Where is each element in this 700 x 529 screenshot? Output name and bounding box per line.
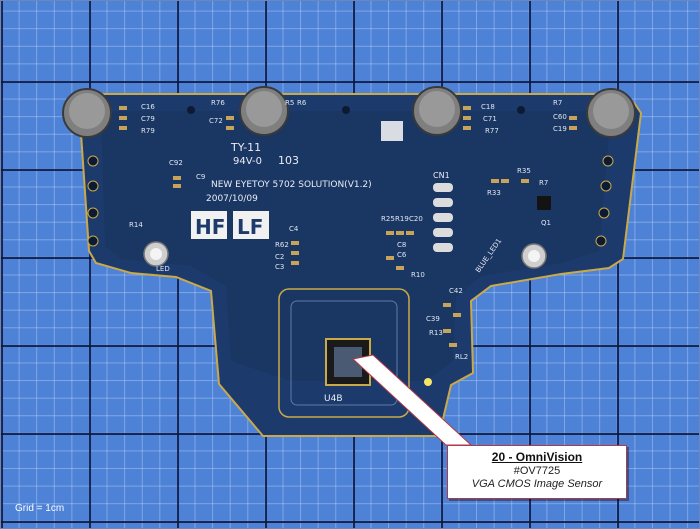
annotation-part-number: #OV7725 <box>513 465 561 477</box>
ref-label: C2 <box>275 253 284 261</box>
ref-label: C42 <box>449 287 463 295</box>
annotation-description: VGA CMOS Image Sensor <box>471 478 603 490</box>
mounting-holes-left <box>87 155 99 247</box>
ref-label: R33 <box>487 189 501 197</box>
led-right <box>521 243 547 269</box>
ref-label: C20 <box>409 215 423 223</box>
annotation-title: 20 - OmniVision <box>491 450 583 464</box>
ref-label: R7 <box>553 99 562 107</box>
microphone-4 <box>586 88 636 138</box>
ref-label: R62 <box>275 241 289 249</box>
silk-ul-mark: 94V-0 <box>233 156 262 167</box>
ref-label: R19 <box>395 215 409 223</box>
smd-components <box>119 106 577 347</box>
logo-lf-box <box>233 211 269 239</box>
annotation-callout: 20 - OmniVision #OV7725 VGA CMOS Image S… <box>447 445 627 499</box>
ref-label: R10 <box>411 271 425 279</box>
transistor-q1 <box>537 196 551 210</box>
grid-scale-label: Grid = 1cm <box>15 503 65 514</box>
ref-label: C8 <box>397 241 406 249</box>
microphone-3 <box>412 86 462 136</box>
ref-label: R35 <box>517 167 531 175</box>
logo-hf-box <box>191 211 227 239</box>
ref-label: R76 <box>211 99 225 107</box>
ref-label: R6 <box>297 99 307 107</box>
silk-connector: CN1 <box>433 171 450 180</box>
ref-label: C9 <box>196 173 205 181</box>
ref-label: C3 <box>275 263 284 271</box>
ref-label: C19 <box>553 125 567 133</box>
ref-label: R79 <box>141 127 155 135</box>
ref-label: RL2 <box>455 353 468 361</box>
silk-date-code: 103 <box>278 154 299 167</box>
ref-label: C18 <box>481 103 495 111</box>
ref-label: C39 <box>426 315 440 323</box>
ref-label: C79 <box>141 115 155 123</box>
ref-label: R5 <box>285 99 294 107</box>
silk-title-line: NEW EYETOY 5702 SOLUTION(V1.2) <box>211 180 372 190</box>
microphone-1 <box>62 88 112 138</box>
ref-label: C71 <box>483 115 497 123</box>
microphone-2 <box>239 86 289 136</box>
silk-chip-ref: U4B <box>324 394 343 404</box>
test-pad <box>381 121 403 141</box>
ref-label: C72 <box>209 117 223 125</box>
ref-label: LED <box>156 265 170 273</box>
led-left <box>143 241 169 267</box>
ref-label: C4 <box>289 225 299 233</box>
silk-board-model: TY-11 <box>230 141 261 154</box>
ref-label: R7 <box>539 179 548 187</box>
ref-label: R25 <box>381 215 395 223</box>
ref-label: Q1 <box>541 219 551 227</box>
ref-label: C92 <box>169 159 183 167</box>
ref-label: C6 <box>397 251 407 259</box>
silk-date: 2007/10/09 <box>206 194 258 204</box>
mounting-holes-right <box>595 155 614 247</box>
marker-dot <box>424 378 432 386</box>
logo-lf: LF <box>237 215 263 239</box>
connector-cn1 <box>433 183 453 252</box>
logo-hf: HF <box>195 215 225 239</box>
ref-label: C16 <box>141 103 155 111</box>
ref-label: C60 <box>553 113 567 121</box>
sensor-bay-outline <box>278 288 410 418</box>
ref-label: R13 <box>429 329 443 337</box>
mounting-holes-top <box>187 106 525 114</box>
ref-label: R14 <box>129 221 143 229</box>
ref-label: R77 <box>485 127 499 135</box>
